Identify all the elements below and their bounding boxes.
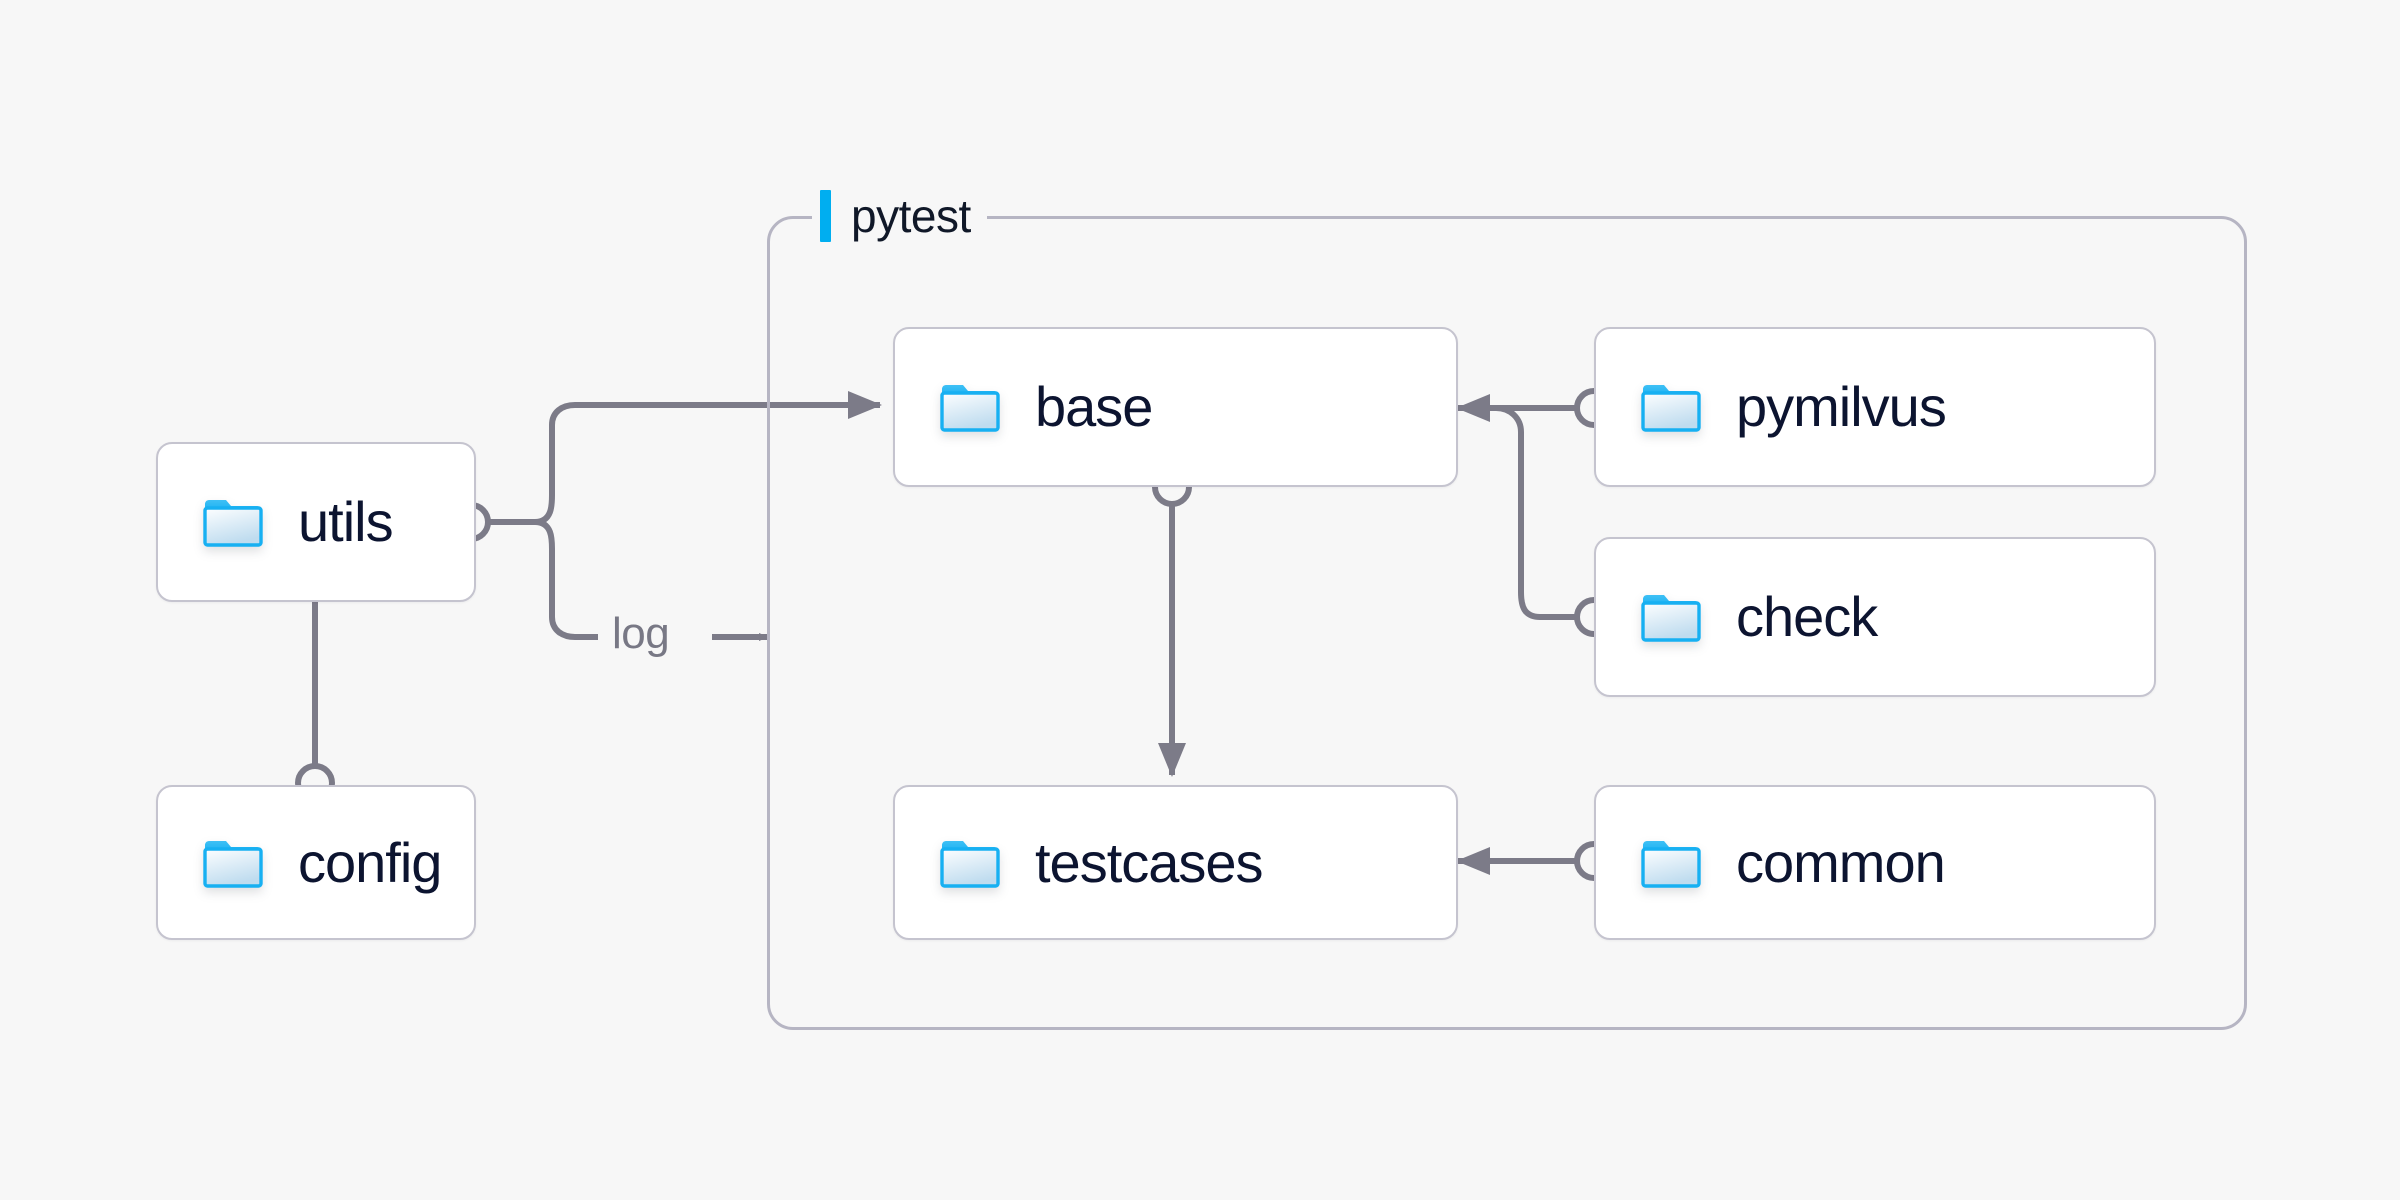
node-utils[interactable]: utils: [156, 442, 476, 602]
node-base[interactable]: base: [893, 327, 1458, 487]
edge-label-log: log: [604, 612, 678, 656]
folder-icon: [1640, 837, 1702, 889]
folder-icon: [939, 381, 1001, 433]
node-label: base: [1035, 375, 1153, 438]
folder-icon: [202, 496, 264, 548]
node-common[interactable]: common: [1594, 785, 2156, 940]
node-label: utils: [298, 490, 394, 553]
node-label: config: [298, 830, 442, 894]
node-label: check: [1736, 585, 1878, 648]
group-accent-bar-icon: [820, 190, 831, 242]
node-config[interactable]: config: [156, 785, 476, 940]
node-label: testcases: [1035, 830, 1264, 894]
group-label-pytest: pytest: [812, 188, 987, 244]
node-check[interactable]: check: [1594, 537, 2156, 697]
folder-icon: [939, 837, 1001, 889]
group-label-text: pytest: [851, 190, 971, 242]
folder-icon: [1640, 591, 1702, 643]
group-box-pytest: [767, 216, 2247, 1030]
folder-icon: [202, 837, 264, 889]
folder-icon: [1640, 381, 1702, 433]
node-testcases[interactable]: testcases: [893, 785, 1458, 940]
node-label: pymilvus: [1736, 375, 1947, 438]
node-label: common: [1736, 830, 1946, 894]
node-pymilvus[interactable]: pymilvus: [1594, 327, 2156, 487]
